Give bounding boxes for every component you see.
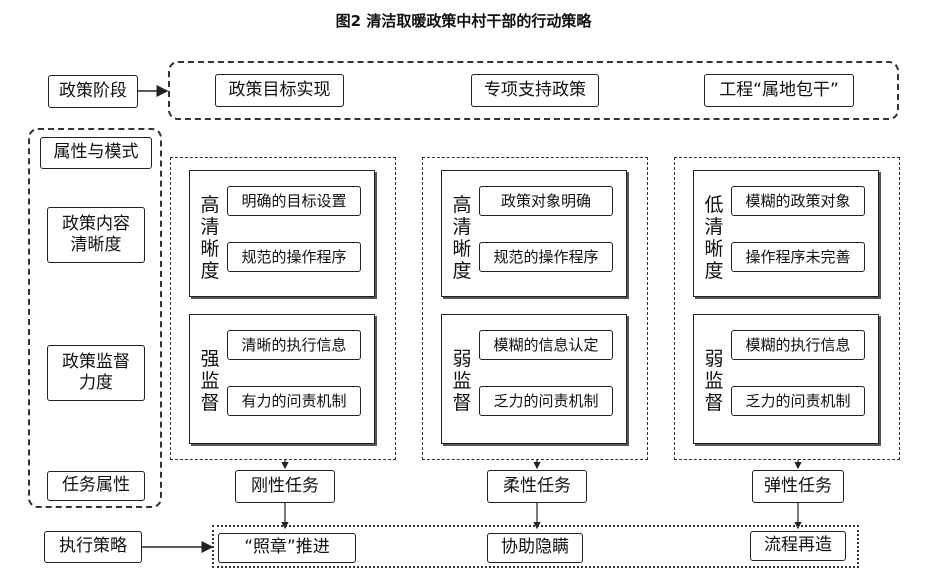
column-2-supervision-item-2: 乏力的问责机制 — [479, 386, 613, 416]
column-2-task: 柔性任务 — [487, 470, 587, 503]
column-1-clarity-item-2: 规范的操作程序 — [227, 242, 361, 272]
column-1-clarity-label: 高清晰度 — [200, 194, 220, 282]
column-3-supervision-label: 弱监督 — [704, 348, 724, 414]
stage-project: 工程“属地包干” — [704, 74, 854, 107]
column-1-supervision-label: 强监督 — [200, 348, 220, 414]
attribute-column-frame — [28, 128, 162, 508]
attribute-mode-label: 属性与模式 — [40, 137, 152, 169]
column-3-task: 弹性任务 — [752, 470, 844, 503]
column-1-frame — [170, 157, 396, 460]
column-3-clarity-item-2: 操作程序未完善 — [731, 242, 865, 272]
column-3-frame — [674, 157, 900, 460]
column-3-supervision-item-1: 模糊的执行信息 — [731, 330, 865, 360]
column-2-supervision-label: 弱监督 — [452, 348, 472, 414]
column-2-supervision-item-1: 模糊的信息认定 — [479, 330, 613, 360]
stage-support: 专项支持政策 — [471, 74, 599, 107]
column-3-supervision-item-2: 乏力的问责机制 — [731, 386, 865, 416]
column-3-clarity-item-1: 模糊的政策对象 — [731, 186, 865, 216]
column-3-clarity-label: 低清晰度 — [704, 194, 724, 282]
policy-stage-frame — [168, 61, 899, 120]
column-1-supervision-item-2: 有力的问责机制 — [227, 386, 361, 416]
column-1-task: 刚性任务 — [235, 470, 335, 503]
strategy-2: 协助隐瞒 — [487, 533, 583, 563]
exec-strategy-label: 执行策略 — [44, 531, 142, 563]
column-2-frame — [422, 157, 648, 460]
stage-goal: 政策目标实现 — [215, 74, 344, 107]
column-2-clarity-label: 高清晰度 — [452, 194, 472, 282]
task-attr-label: 任务属性 — [47, 471, 145, 501]
strategy-3: 流程再造 — [750, 531, 846, 561]
column-2-clarity-item-2: 规范的操作程序 — [479, 242, 613, 272]
figure-title: 图2 清洁取暖政策中村干部的行动策略 — [335, 12, 592, 30]
content-clarity-label: 政策内容清晰度 — [47, 207, 145, 263]
column-1-clarity-item-1: 明确的目标设置 — [227, 186, 361, 216]
policy-stage-label: 政策阶段 — [48, 75, 138, 108]
supervision-label: 政策监督力度 — [47, 345, 145, 401]
column-1-supervision-item-1: 清晰的执行信息 — [227, 330, 361, 360]
strategy-frame — [212, 525, 859, 568]
strategy-1: “照章”推进 — [218, 533, 356, 563]
column-2-clarity-item-1: 政策对象明确 — [479, 186, 613, 216]
